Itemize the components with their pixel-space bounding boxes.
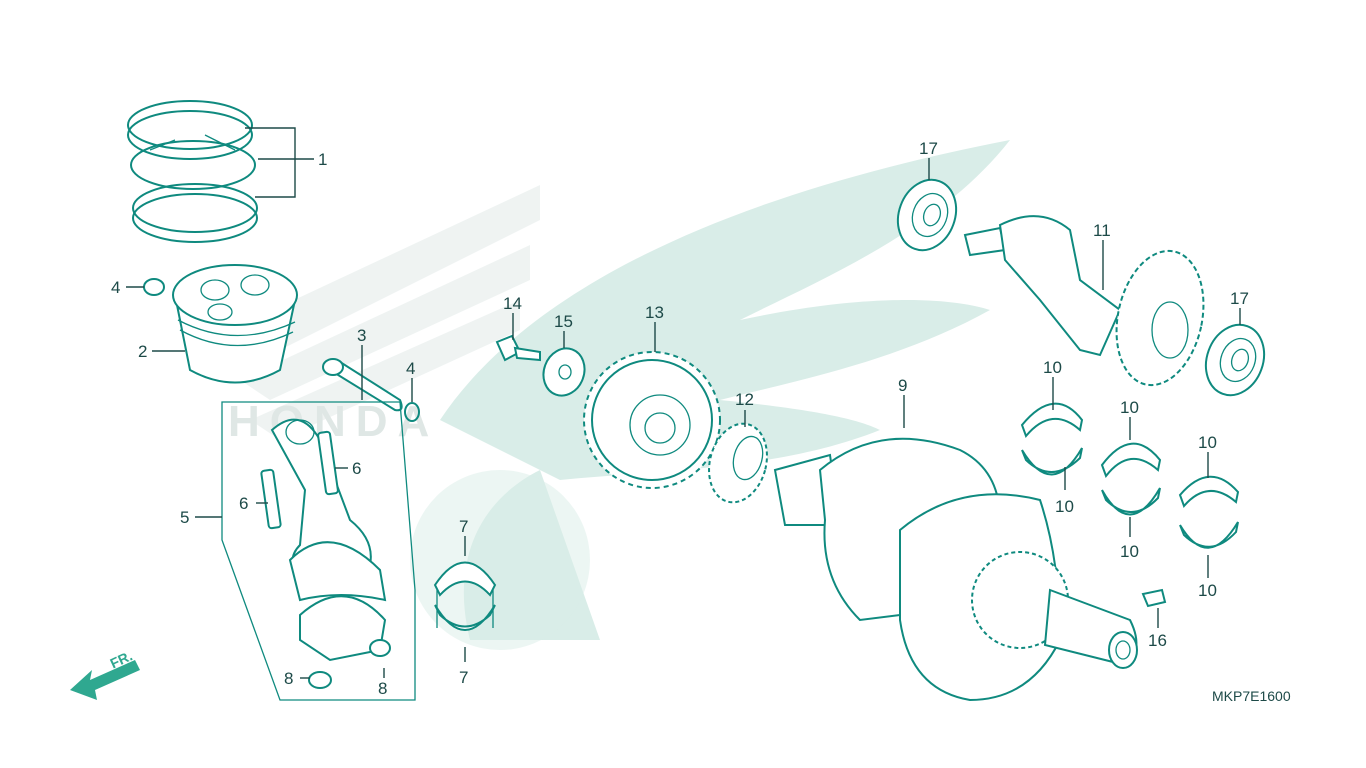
piston-ring-set — [127, 100, 258, 243]
leader-lines — [126, 127, 1241, 679]
piston-pin — [322, 358, 403, 412]
callout-15: 15 — [554, 312, 573, 331]
primary-drive-gear — [583, 351, 721, 489]
callout-6-right: 6 — [352, 459, 361, 478]
callout-7-bottom: 7 — [459, 668, 468, 687]
callout-13: 13 — [645, 303, 664, 322]
callout-16: 16 — [1148, 631, 1167, 650]
connecting-rod-group — [221, 401, 416, 701]
callout-10-a: 10 — [1043, 358, 1062, 377]
callout-5: 5 — [180, 508, 189, 527]
callout-11: 11 — [1093, 221, 1111, 240]
callout-17-top: 17 — [919, 139, 938, 158]
callout-8-left: 8 — [284, 669, 293, 688]
front-direction-arrow: FR. — [70, 647, 140, 700]
callout-10-e: 10 — [1198, 433, 1217, 452]
callout-4-right: 4 — [406, 359, 415, 378]
callout-7-top: 7 — [459, 517, 468, 536]
callout-9: 9 — [898, 376, 907, 395]
main-bearing-shell-pair — [433, 561, 497, 631]
honda-wing-watermark: HONDA — [228, 140, 1010, 650]
balancer-bearing-lower — [1204, 323, 1266, 397]
callout-2: 2 — [138, 342, 147, 361]
flange-bolt — [495, 334, 541, 362]
callout-17-right: 17 — [1230, 289, 1249, 308]
callout-14: 14 — [503, 294, 522, 313]
bearing-shell-pair-3 — [1178, 475, 1240, 549]
crankshaft — [773, 437, 1138, 702]
bearing-shell-pair-2 — [1100, 442, 1162, 516]
callout-12: 12 — [735, 390, 754, 409]
piston-pin-clip-left — [143, 278, 165, 296]
balancer-shaft — [963, 215, 1205, 387]
callout-4-left: 4 — [111, 278, 120, 297]
woodruff-key — [1141, 588, 1167, 608]
callout-8-right: 8 — [378, 679, 387, 698]
piston — [172, 264, 298, 384]
piston-pin-clip-right — [404, 402, 420, 422]
callout-labels: 1 2 3 4 4 5 6 6 7 7 8 8 9 10 10 10 10 10… — [111, 139, 1249, 698]
balancer-bearing-upper — [896, 178, 958, 252]
washer — [542, 347, 586, 397]
callout-10-d: 10 — [1120, 542, 1139, 561]
diagram-code: MKP7E1600 — [1212, 688, 1291, 704]
callout-10-f: 10 — [1198, 581, 1217, 600]
callout-3: 3 — [357, 326, 366, 345]
callout-1: 1 — [318, 150, 327, 169]
bearing-shell-pair-1 — [1020, 402, 1084, 476]
callout-10-c: 10 — [1120, 398, 1139, 417]
callout-10-b: 10 — [1055, 497, 1074, 516]
callout-6-left: 6 — [239, 494, 248, 513]
timing-sprocket-gear — [708, 422, 768, 504]
